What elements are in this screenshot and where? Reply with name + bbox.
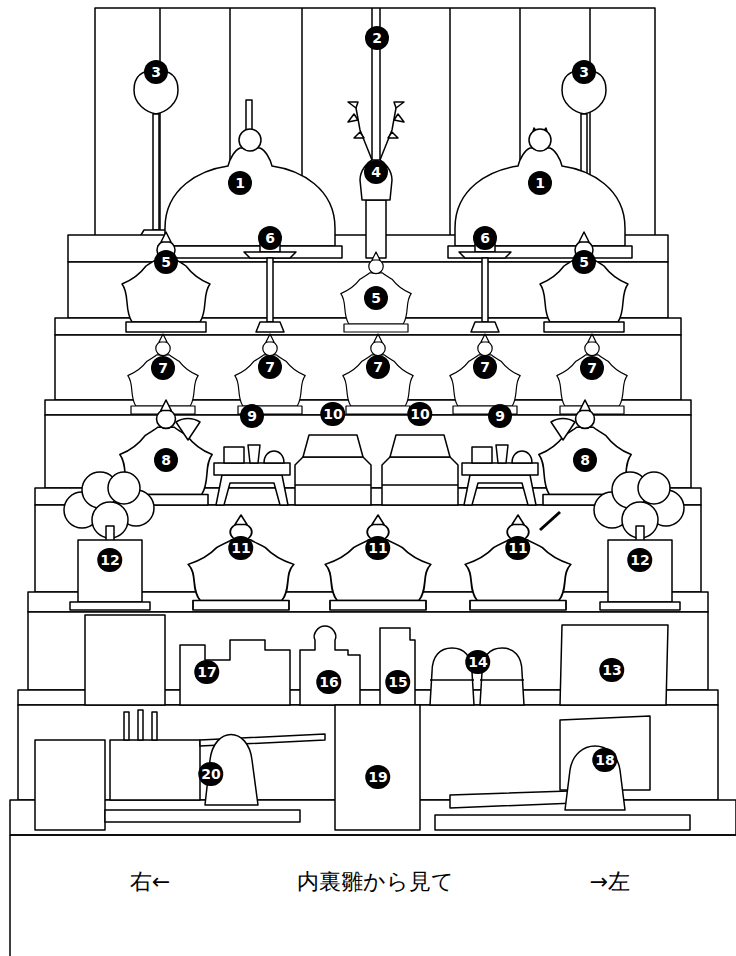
callout-number: 5 bbox=[572, 250, 596, 274]
callout-number: 2 bbox=[365, 26, 389, 50]
callout-number: 12 bbox=[97, 548, 122, 572]
callout-number: 3 bbox=[572, 60, 596, 84]
callout-number: 15 bbox=[385, 670, 410, 694]
callout-number: 10 bbox=[407, 402, 432, 426]
callout-number: 1 bbox=[528, 171, 552, 195]
callout-number: 8 bbox=[573, 448, 597, 472]
callout-number: 16 bbox=[316, 670, 341, 694]
callout-number: 11 bbox=[505, 536, 530, 560]
callout-number: 11 bbox=[228, 536, 253, 560]
callout-number: 4 bbox=[364, 160, 388, 184]
callout-number: 9 bbox=[240, 404, 264, 428]
callout-number: 11 bbox=[365, 536, 390, 560]
callout-number: 10 bbox=[320, 402, 345, 426]
direction-label: →左 bbox=[588, 869, 632, 895]
callout-number: 9 bbox=[488, 404, 512, 428]
callout-number: 7 bbox=[258, 355, 282, 379]
direction-label: 内裏雛から見て bbox=[295, 869, 456, 895]
callout-number: 12 bbox=[627, 548, 652, 572]
callout-number: 17 bbox=[194, 660, 219, 684]
direction-label: 右← bbox=[128, 869, 172, 895]
callout-number: 7 bbox=[580, 356, 604, 380]
callout-number: 3 bbox=[144, 60, 168, 84]
callout-number: 20 bbox=[198, 762, 223, 786]
callout-number: 1 bbox=[228, 171, 252, 195]
callout-number: 14 bbox=[465, 650, 490, 674]
callout-number: 18 bbox=[592, 748, 617, 772]
callout-number: 7 bbox=[151, 356, 175, 380]
callout-number: 5 bbox=[154, 250, 178, 274]
callout-number: 5 bbox=[364, 286, 388, 310]
callout-number: 13 bbox=[599, 658, 624, 682]
callout-number: 8 bbox=[154, 448, 178, 472]
callout-number: 19 bbox=[365, 765, 390, 789]
callout-number: 7 bbox=[366, 355, 390, 379]
callout-number: 7 bbox=[473, 355, 497, 379]
callout-number: 6 bbox=[258, 226, 282, 250]
callout-number: 6 bbox=[473, 226, 497, 250]
